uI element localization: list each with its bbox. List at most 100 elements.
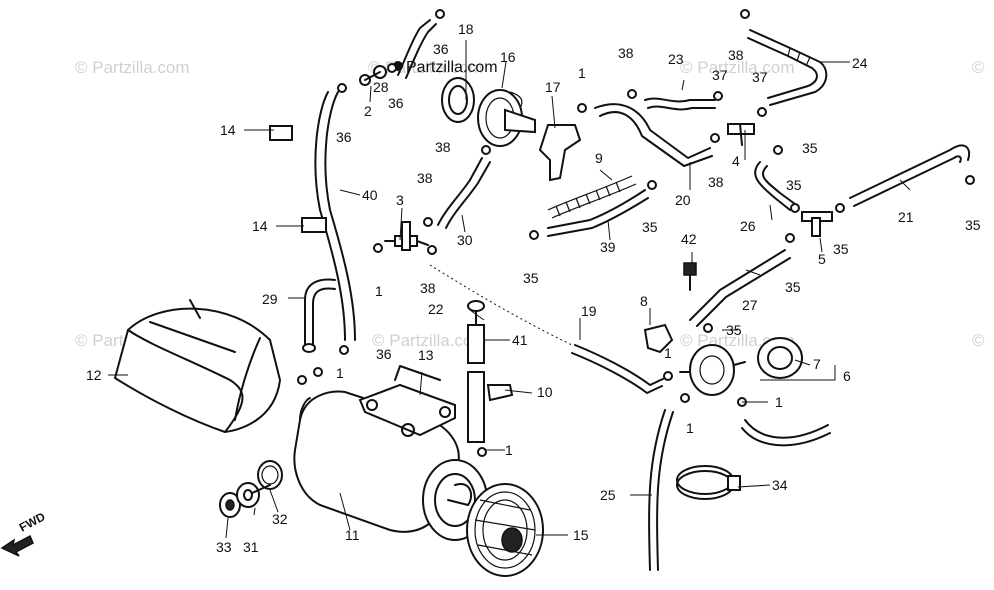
callout-label[interactable]: 27 bbox=[742, 297, 758, 313]
callout-label[interactable]: 26 bbox=[740, 218, 756, 234]
callout-label[interactable]: 15 bbox=[573, 527, 589, 543]
callout-label[interactable]: 17 bbox=[545, 79, 561, 95]
callout-label[interactable]: 35 bbox=[785, 279, 801, 295]
callout-label[interactable]: 34 bbox=[772, 477, 788, 493]
part-hose-lower[interactable] bbox=[744, 419, 829, 439]
part-hose-20[interactable] bbox=[594, 103, 711, 159]
part-t-joint-3[interactable] bbox=[384, 221, 429, 251]
part-clip-14b[interactable] bbox=[301, 217, 327, 233]
callout-label[interactable]: 20 bbox=[675, 192, 691, 208]
callout-label[interactable]: 14 bbox=[252, 218, 268, 234]
callout-label[interactable]: 1 bbox=[775, 394, 783, 410]
callout-label[interactable]: 37 bbox=[752, 69, 768, 85]
part-bolt-42[interactable] bbox=[683, 262, 697, 291]
callout-label[interactable]: 31 bbox=[243, 539, 259, 555]
part-hose-39[interactable] bbox=[547, 189, 646, 229]
callout-label[interactable]: 38 bbox=[728, 47, 744, 63]
callout-label[interactable]: 19 bbox=[581, 303, 597, 319]
callout-label[interactable]: 36 bbox=[433, 41, 449, 57]
callout-label[interactable]: 24 bbox=[852, 55, 868, 71]
callout-label[interactable]: 37 bbox=[712, 67, 728, 83]
callout-label[interactable]: 6 bbox=[843, 368, 851, 384]
callout-label[interactable]: 29 bbox=[262, 291, 278, 307]
part-hose-29[interactable] bbox=[304, 278, 336, 346]
callout-label[interactable]: 7 bbox=[813, 356, 821, 372]
callout-label[interactable]: 38 bbox=[435, 139, 451, 155]
callout-label[interactable]: 28 bbox=[373, 79, 389, 95]
callout-label[interactable]: 30 bbox=[457, 232, 473, 248]
part-valve-16[interactable] bbox=[477, 89, 536, 147]
callout-label[interactable]: 35 bbox=[833, 241, 849, 257]
part-canister-bracket[interactable] bbox=[358, 365, 456, 437]
callout-label[interactable]: 18 bbox=[458, 21, 474, 37]
callout-label[interactable]: 42 bbox=[681, 231, 697, 247]
callout-label[interactable]: 5 bbox=[818, 251, 826, 267]
callout-label[interactable]: 35 bbox=[726, 322, 742, 338]
part-hose-21[interactable] bbox=[849, 144, 970, 199]
callout-label[interactable]: 2 bbox=[364, 103, 372, 119]
part-seal-7[interactable] bbox=[757, 337, 803, 379]
callout-label[interactable]: 36 bbox=[388, 95, 404, 111]
callout-label[interactable]: 4 bbox=[732, 153, 740, 169]
part-t-joint-5[interactable] bbox=[801, 211, 833, 237]
callout-label[interactable]: 32 bbox=[272, 511, 288, 527]
callout-label[interactable]: 36 bbox=[376, 346, 392, 362]
callout-label[interactable]: 12 bbox=[86, 367, 102, 383]
part-hose-19[interactable] bbox=[574, 344, 666, 386]
callout-label[interactable]: 41 bbox=[512, 332, 528, 348]
callout-label[interactable]: 38 bbox=[708, 174, 724, 190]
callout-label[interactable]: 35 bbox=[523, 270, 539, 286]
callout-label[interactable]: 10 bbox=[537, 384, 553, 400]
callout-label[interactable]: 35 bbox=[642, 219, 658, 235]
part-pump-6[interactable] bbox=[679, 344, 746, 396]
brand-text: Partzilla.com bbox=[406, 59, 498, 76]
callout-label[interactable]: 21 bbox=[898, 209, 914, 225]
part-hose-25[interactable] bbox=[648, 409, 666, 571]
callout-label[interactable]: 3 bbox=[396, 192, 404, 208]
callout-label[interactable]: 35 bbox=[802, 140, 818, 156]
callout-label[interactable]: 39 bbox=[600, 239, 616, 255]
callout-label[interactable]: 35 bbox=[786, 177, 802, 193]
part-rod-41[interactable] bbox=[467, 300, 485, 443]
callout-label[interactable]: 35 bbox=[965, 217, 981, 233]
callout-label[interactable]: 40 bbox=[362, 187, 378, 203]
callout-label[interactable]: 23 bbox=[668, 51, 684, 67]
part-heat-shield[interactable] bbox=[113, 299, 282, 434]
part-filter-cap[interactable] bbox=[466, 483, 544, 577]
part-hose-30[interactable] bbox=[437, 157, 483, 226]
callout-label[interactable]: 1 bbox=[578, 65, 586, 81]
callout-label[interactable]: 13 bbox=[418, 347, 434, 363]
callout-label[interactable]: 1 bbox=[686, 420, 694, 436]
callout-label[interactable]: 1 bbox=[505, 442, 513, 458]
callout-label[interactable]: 11 bbox=[345, 527, 360, 543]
callout-label[interactable]: 38 bbox=[420, 280, 436, 296]
callout-label[interactable]: 38 bbox=[618, 45, 634, 61]
callout-label[interactable]: 22 bbox=[428, 301, 444, 317]
part-fitting-2[interactable] bbox=[359, 65, 387, 86]
part-hose-20-outline bbox=[599, 111, 713, 167]
part-seal-18[interactable] bbox=[441, 77, 475, 123]
callout-label[interactable]: 33 bbox=[216, 539, 232, 555]
callout-label[interactable]: 1 bbox=[375, 283, 383, 299]
callout-label[interactable]: 14 bbox=[220, 122, 236, 138]
part-bracket-17[interactable] bbox=[538, 124, 582, 182]
callout-label[interactable]: 8 bbox=[640, 293, 648, 309]
part-hose-23[interactable] bbox=[644, 97, 716, 103]
callout-label[interactable]: 16 bbox=[500, 49, 516, 65]
part-clip-14a[interactable] bbox=[269, 125, 293, 141]
callout-label[interactable]: 38 bbox=[417, 170, 433, 186]
part-fitting-4[interactable] bbox=[727, 123, 755, 146]
part-clip-8[interactable] bbox=[643, 323, 674, 354]
part-clamp-34[interactable] bbox=[676, 465, 741, 500]
part-upper-hose[interactable] bbox=[397, 19, 431, 76]
part-hose-27[interactable] bbox=[689, 249, 786, 321]
part-clip-10[interactable] bbox=[486, 384, 514, 402]
callout-label[interactable]: 36 bbox=[336, 129, 352, 145]
part-hose-40[interactable] bbox=[314, 91, 346, 341]
callout-label[interactable]: 1 bbox=[336, 365, 344, 381]
callout-label[interactable]: 1 bbox=[664, 345, 672, 361]
part-washer-group[interactable] bbox=[219, 460, 283, 518]
callout-label[interactable]: 9 bbox=[595, 150, 603, 166]
part-hose-26[interactable] bbox=[754, 161, 791, 211]
callout-label[interactable]: 25 bbox=[600, 487, 616, 503]
